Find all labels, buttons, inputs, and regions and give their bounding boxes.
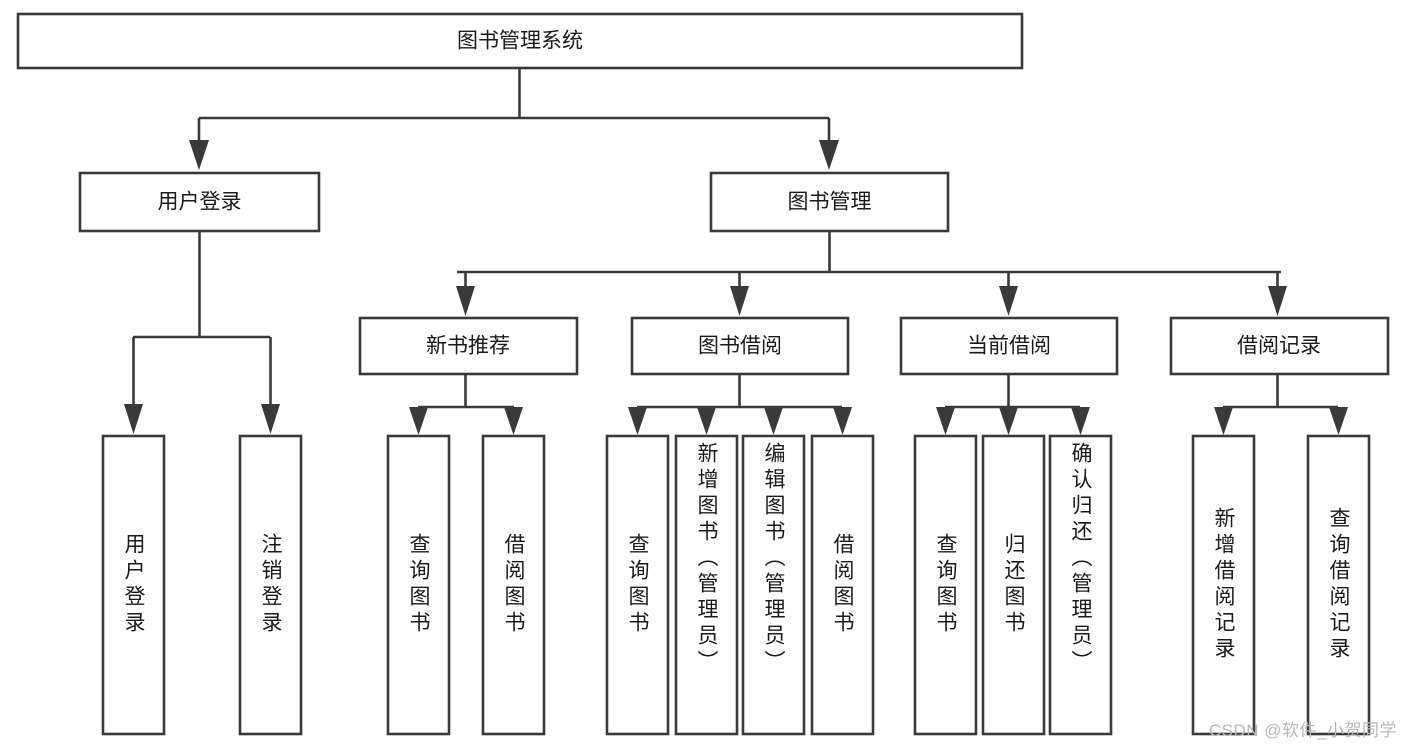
node-new-book-recommend[interactable]: 新书推荐 [358,316,579,376]
node-book-manage-label: 图书管理 [788,191,872,214]
node-new-book-recommend-box[interactable] [358,316,579,376]
leaf-confirm-return-admin-label: 确认归还（管理员） [1069,442,1092,676]
node-user-login-box[interactable] [78,171,321,233]
arrow-head-leaf-borrow-book-2 [833,407,852,435]
arrow-head-leaf-query-book-1 [409,407,428,435]
arrow-head-leaf-add-borrow-record [1214,407,1233,435]
arrow-head-leaf-query-book-3 [936,407,955,435]
node-borrow-record[interactable]: 借阅记录 [1169,316,1390,376]
arrow-head-leaf-edit-book-admin [764,407,783,435]
leaf-borrow-book-1[interactable]: 借阅图书 [483,436,544,734]
connector-group-root [189,68,839,170]
arrow-head-new-book-recommend [456,286,475,316]
leaf-box-logout-login[interactable] [238,434,303,736]
arrow-head-leaf-borrow-book-1 [504,407,523,435]
arrow-head-leaf-add-book-admin [697,407,716,435]
leaf-logout-login[interactable]: 注销登录 [240,436,301,734]
connector-group-book-borrow [628,374,852,435]
leaf-edit-book-admin[interactable]: 编辑图书（管理员） [743,436,804,734]
leaf-query-book-2-label: 查询图书 [626,533,649,637]
connector-group-current-borrow [936,374,1090,435]
leaf-query-borrow-record-label: 查询借阅记录 [1327,507,1350,663]
arrow-head-leaf-query-borrow-record [1329,407,1348,435]
node-book-manage-box[interactable] [709,171,950,233]
leaf-box-query-book-1[interactable] [386,434,451,736]
arrow-head-user-login [189,140,209,170]
leaf-box-query-borrow-record[interactable] [1306,434,1371,736]
node-user-login-label: 用户登录 [158,191,242,214]
node-new-book-recommend-label: 新书推荐 [426,335,510,358]
leaf-query-book-3-label: 查询图书 [934,533,957,637]
node-borrow-record-box[interactable] [1169,316,1390,376]
arrow-head-borrow-record [1268,286,1287,316]
leaf-box-query-book-2[interactable] [605,434,670,736]
node-user-login[interactable]: 用户登录 [78,171,321,233]
arrow-head-book-borrow [730,286,749,316]
leaf-query-borrow-record[interactable]: 查询借阅记录 [1308,436,1369,734]
leaf-box-borrow-book-1[interactable] [481,434,546,736]
leaf-query-book-3[interactable]: 查询图书 [915,436,976,734]
leaf-edit-book-admin-label: 编辑图书（管理员） [762,442,785,676]
arrow-head-leaf-return-book [999,407,1018,435]
arrow-head-leaf-logout-login [261,404,280,434]
leaf-box-add-book-admin[interactable] [674,434,739,736]
node-root[interactable]: 图书管理系统 [16,12,1024,70]
node-book-borrow-label: 图书借阅 [698,335,782,358]
leaf-return-book-label: 归还图书 [1002,533,1025,637]
node-current-borrow-label: 当前借阅 [967,335,1051,358]
arrow-head-leaf-user-login [124,404,143,434]
leaf-box-add-borrow-record[interactable] [1191,434,1256,736]
arrow-head-leaf-query-book-2 [628,407,647,435]
connector-group-book-manage [456,231,1287,316]
leaf-confirm-return-admin[interactable]: 确认归还（管理员） [1050,436,1111,734]
leaf-borrow-book-2-label: 借阅图书 [831,533,854,637]
node-current-borrow[interactable]: 当前借阅 [899,316,1119,376]
leaf-logout-login-label: 注销登录 [259,533,282,637]
node-book-manage[interactable]: 图书管理 [709,171,950,233]
leaf-add-book-admin[interactable]: 新增图书（管理员） [676,436,737,734]
leaf-box-group [101,434,1371,736]
leaf-box-user-login[interactable] [101,434,166,736]
leaf-borrow-book-1-label: 借阅图书 [502,533,525,637]
connector-group-borrow-record [1214,374,1348,435]
node-current-borrow-box[interactable] [899,316,1119,376]
leaf-query-book-1-label: 查询图书 [407,533,430,637]
leaf-box-query-book-3[interactable] [913,434,978,736]
connector-group-user-login [124,231,280,434]
node-root-label: 图书管理系统 [457,30,583,53]
leaf-box-edit-book-admin[interactable] [741,434,806,736]
leaf-query-book-2[interactable]: 查询图书 [607,436,668,734]
node-book-borrow-box[interactable] [630,316,850,376]
leaf-add-borrow-record-label: 新增借阅记录 [1212,507,1235,663]
node-book-borrow[interactable]: 图书借阅 [630,316,850,376]
node-borrow-record-label: 借阅记录 [1237,335,1321,358]
connector-group-new-book-recommend [409,374,523,435]
leaf-add-book-admin-label: 新增图书（管理员） [695,442,718,676]
leaf-box-confirm-return-admin[interactable] [1048,434,1113,736]
leaf-user-login-label: 用户登录 [122,533,145,637]
arrow-head-leaf-confirm-return-admin [1071,407,1090,435]
leaf-return-book[interactable]: 归还图书 [983,436,1044,734]
leaf-box-return-book[interactable] [981,434,1046,736]
arrow-head-current-borrow [999,286,1018,316]
arrow-head-book-manage [819,140,839,170]
leaf-add-borrow-record[interactable]: 新增借阅记录 [1193,436,1254,734]
leaf-query-book-1[interactable]: 查询图书 [388,436,449,734]
node-root-box[interactable] [16,12,1024,70]
leaf-box-borrow-book-2[interactable] [810,434,875,736]
leaf-borrow-book-2[interactable]: 借阅图书 [812,436,873,734]
leaf-user-login[interactable]: 用户登录 [103,436,164,734]
